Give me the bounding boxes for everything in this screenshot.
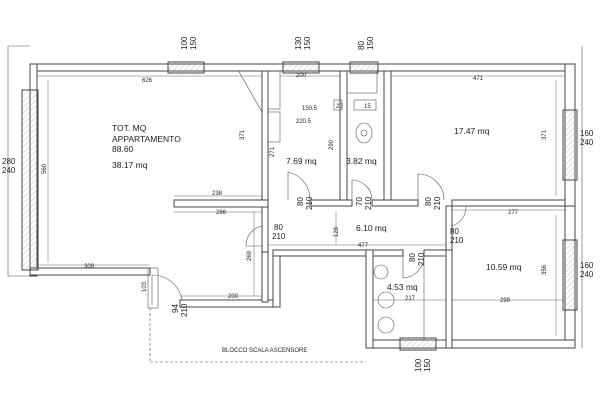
opening-door-main-h: 210 xyxy=(180,303,189,317)
bedroom2-area: 10.59 mq xyxy=(486,262,522,272)
living-apartment-label: APPARTAMENTO xyxy=(112,134,181,144)
opening-right2-h: 240 xyxy=(580,270,594,279)
opening-door-br1-w: 80 xyxy=(424,197,433,206)
opening-door-hall-w: 80 xyxy=(450,227,459,236)
opening-top3-h: 150 xyxy=(366,36,375,50)
dimension-lines xyxy=(37,75,565,336)
opening-right1-h: 240 xyxy=(580,138,594,147)
stair-label: BLOCCO SCALA ASCENSORE xyxy=(222,348,307,354)
bedroom1-area: 17.47 mq xyxy=(454,126,490,136)
dim-220-5: 220.5 xyxy=(296,119,312,125)
dim-200a: 200 xyxy=(296,73,307,79)
opening-left-w: 280 xyxy=(2,157,16,166)
dim-356: 356 xyxy=(542,264,548,275)
opening-door-main-w: 94 xyxy=(171,304,180,313)
dim-266: 266 xyxy=(216,210,227,216)
opening-bottom-h: 150 xyxy=(423,358,432,372)
dim-20: 20 xyxy=(336,104,343,110)
dim-477: 477 xyxy=(358,243,369,249)
dim-299: 299 xyxy=(500,298,511,304)
window-fills xyxy=(21,61,578,351)
opening-door-b1-w: 70 xyxy=(355,197,364,206)
left-frame xyxy=(7,45,583,348)
opening-door-hall-h: 210 xyxy=(450,236,464,245)
opening-door-k-h: 210 xyxy=(305,196,314,210)
dim-128: 128 xyxy=(334,226,340,237)
opening-bottom-w: 100 xyxy=(414,358,423,372)
dim-277: 277 xyxy=(508,210,519,216)
opening-top1-w: 100 xyxy=(180,36,189,50)
opening-door-b1-h: 210 xyxy=(364,196,373,210)
opening-door-br1-h: 210 xyxy=(433,196,442,210)
living-total-value: 88.60 xyxy=(112,144,134,154)
opening-door-br2-w: 80 xyxy=(408,253,417,262)
dim-626: 626 xyxy=(142,78,153,84)
dim-371b: 371 xyxy=(542,129,548,140)
living-total-label: TOT. MQ xyxy=(112,123,147,133)
opening-top2-h: 150 xyxy=(303,36,312,50)
opening-labels: 100 150 130 150 80 150 280 240 160 240 1… xyxy=(2,36,594,372)
dimension-labels: 626 200 150.5 220.5 471 309 238 266 277 … xyxy=(42,73,548,304)
opening-top3-w: 80 xyxy=(357,41,366,50)
dim-217: 217 xyxy=(405,296,416,302)
living-area: 38.17 mq xyxy=(112,160,148,170)
dim-471: 471 xyxy=(473,76,484,82)
bath2-area: 4.53 mq xyxy=(387,282,418,292)
opening-left-h: 240 xyxy=(2,166,16,175)
dim-200b: 200 xyxy=(228,294,239,300)
opening-door-k-w: 80 xyxy=(296,197,305,206)
dim-309: 309 xyxy=(84,264,95,270)
dim-269: 269 xyxy=(247,250,253,261)
shafts xyxy=(237,69,447,341)
dim-238: 238 xyxy=(212,191,223,197)
kitchen-area: 7.69 mq xyxy=(286,156,317,166)
dim-371a: 371 xyxy=(240,129,246,140)
doors xyxy=(147,171,467,309)
dim-103: 103 xyxy=(142,281,148,292)
opening-right1-w: 160 xyxy=(580,129,594,138)
dim-15: 15 xyxy=(364,104,371,110)
interior-walls xyxy=(173,70,566,349)
opening-door-liv-w: 80 xyxy=(274,223,283,232)
dim-271: 271 xyxy=(270,146,276,157)
opening-door-br2-h: 210 xyxy=(417,252,426,266)
opening-right2-w: 160 xyxy=(580,261,594,270)
dim-150-5: 150.5 xyxy=(302,106,318,112)
opening-top1-h: 150 xyxy=(189,36,198,50)
dim-560: 560 xyxy=(42,163,48,174)
room-labels: TOT. MQ APPARTAMENTO 88.60 38.17 mq 7.69… xyxy=(112,123,522,292)
bath1-area: 3.82 mq xyxy=(346,156,377,166)
hall-area: 6.10 mq xyxy=(356,223,387,233)
dim-290: 290 xyxy=(329,139,335,150)
opening-door-liv-h: 210 xyxy=(272,232,286,241)
stair-block: BLOCCO SCALA ASCENSORE xyxy=(149,308,366,363)
opening-top2-w: 130 xyxy=(294,36,303,50)
